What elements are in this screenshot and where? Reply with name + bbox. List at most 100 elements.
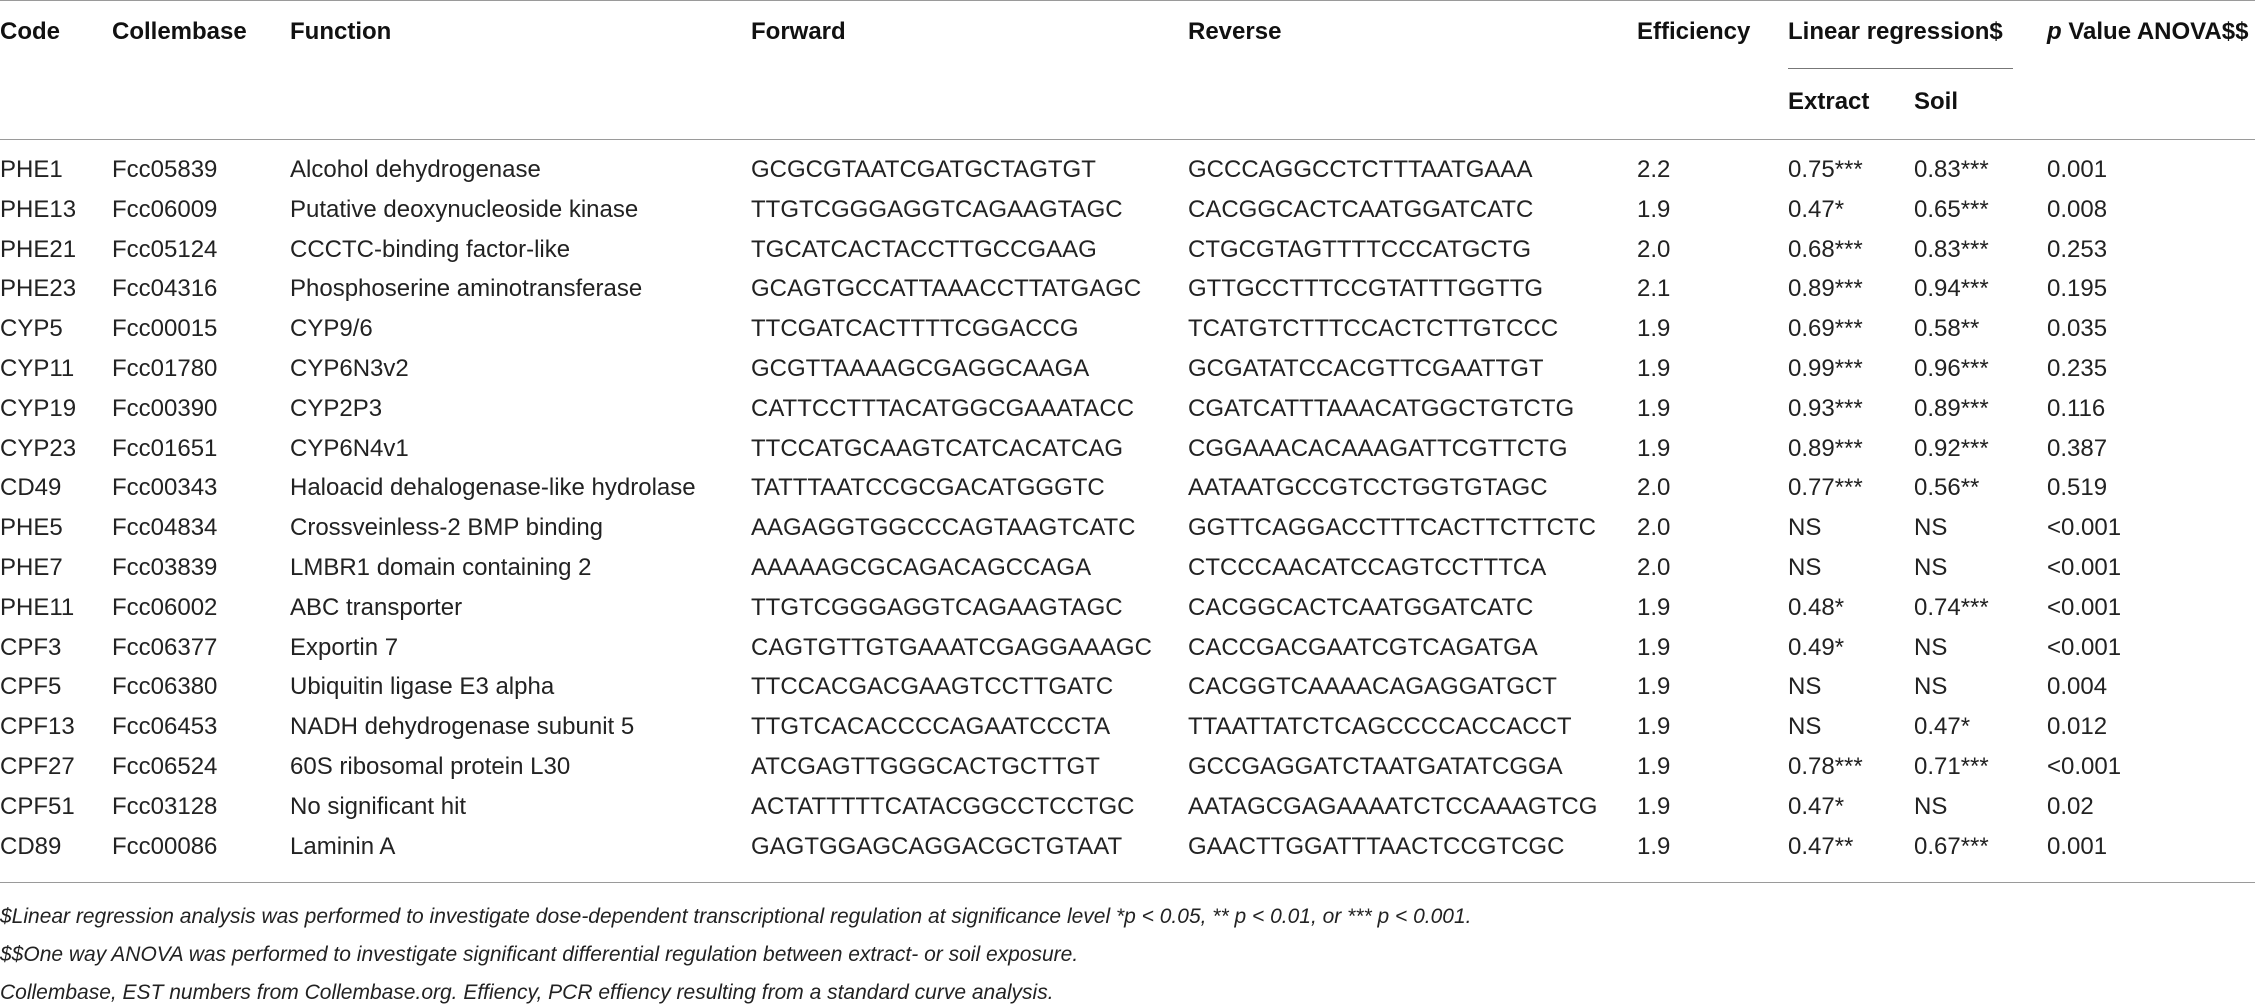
cell-reverse: GGTTCAGGACCTTTCACTTCTTCTC <box>1188 514 1596 542</box>
cell-forward: AAAAAGCGCAGACAGCCAGA <box>751 554 1092 581</box>
cell-function: CCCTC-binding factor-like <box>290 235 571 263</box>
cell-forward: GCGCGTAATCGATGCTAGTGT <box>751 156 1096 183</box>
cell-soil: 0.65*** <box>1914 195 1989 223</box>
cell-p-value: 0.387 <box>2047 434 2108 462</box>
cell-extract: 0.99*** <box>1788 355 1863 382</box>
cell-p-value: <0.001 <box>2047 554 2122 581</box>
cell-code: PHE21 <box>0 235 77 263</box>
header-p-value: p Value ANOVA$$ <box>2047 18 2248 46</box>
cell-efficiency: 1.9 <box>1637 593 1671 621</box>
cell-collembase: Fcc06009 <box>112 195 218 223</box>
cell-reverse: GCCGAGGATCTAATGATATCGGA <box>1188 753 1563 780</box>
cell-p-value: 0.001 <box>2047 832 2108 860</box>
cell-collembase: Fcc06377 <box>112 633 218 661</box>
cell-reverse: TCATGTCTTTCCACTCTTGTCCC <box>1188 315 1559 343</box>
cell-soil: 0.67*** <box>1914 832 1989 860</box>
cell-function: Laminin A <box>290 832 396 860</box>
cell-p-value: 0.195 <box>2047 275 2108 303</box>
header-efficiency: Efficiency <box>1637 18 1751 45</box>
cell-efficiency: 2.0 <box>1637 514 1671 542</box>
cell-code: CPF3 <box>0 633 62 661</box>
cell-function: Haloacid dehalogenase-like hydrolase <box>290 474 696 502</box>
cell-extract: NS <box>1788 713 1822 741</box>
cell-forward: TTGTCGGGAGGTCAGAAGTAGC <box>751 195 1123 223</box>
cell-code: CPF27 <box>0 753 75 780</box>
header-reverse: Reverse <box>1188 18 1282 45</box>
cell-soil: 0.47* <box>1914 713 1971 741</box>
cell-function: CYP9/6 <box>290 315 373 343</box>
cell-collembase: Fcc03128 <box>112 792 218 820</box>
cell-code: PHE1 <box>0 156 63 183</box>
cell-p-value: 0.235 <box>2047 355 2108 382</box>
footnote-anova: $$One way ANOVA was performed to investi… <box>0 943 1079 966</box>
cell-code: CD49 <box>0 474 62 502</box>
cell-collembase: Fcc00343 <box>112 474 218 502</box>
cell-efficiency: 1.9 <box>1637 394 1671 422</box>
table-row: CD49 Fcc00343 Haloacid dehalogenase-like h… <box>0 468 2255 508</box>
cell-collembase: Fcc05839 <box>112 156 218 183</box>
cell-code: CPF13 <box>0 713 75 741</box>
header-function: Function <box>290 18 392 45</box>
cell-collembase: Fcc01651 <box>112 434 218 462</box>
linear-regression-underline <box>1788 68 2013 69</box>
cell-reverse: CACGGCACTCAATGGATCATC <box>1188 593 1534 621</box>
cell-efficiency: 1.9 <box>1637 792 1671 820</box>
cell-p-value: 0.253 <box>2047 235 2108 263</box>
table-header-rule <box>0 139 2255 140</box>
cell-extract: 0.93*** <box>1788 394 1863 422</box>
cell-extract: 0.89*** <box>1788 275 1863 303</box>
cell-collembase: Fcc05124 <box>112 235 218 263</box>
cell-p-value: 0.004 <box>2047 673 2108 701</box>
cell-collembase: Fcc00015 <box>112 315 218 343</box>
cell-forward: TTCGATCACTTTTCGGACCG <box>751 315 1079 343</box>
cell-function: Ubiquitin ligase E3 alpha <box>290 673 555 701</box>
cell-reverse: GTTGCCTTTCCGTATTTGGTTG <box>1188 275 1544 303</box>
cell-reverse: AATAATGCCGTCCTGGTGTAGC <box>1188 474 1548 502</box>
cell-code: PHE11 <box>0 593 75 621</box>
cell-forward: AAGAGGTGGCCCAGTAAGTCATC <box>751 514 1136 542</box>
cell-function: Putative deoxynucleoside kinase <box>290 195 639 223</box>
cell-reverse: CTGCGTAGTTTTCCCATGCTG <box>1188 235 1532 263</box>
cell-p-value: 0.519 <box>2047 474 2108 502</box>
cell-reverse: CACGGTCAAAACAGAGGATGCT <box>1188 673 1557 701</box>
cell-extract: NS <box>1788 554 1822 581</box>
cell-reverse: TTAATTATCTCAGCCCCACCACCT <box>1188 713 1572 741</box>
header-p-value-italic: p <box>2047 18 2062 45</box>
cell-efficiency: 1.9 <box>1637 633 1671 661</box>
cell-soil: 0.94*** <box>1914 275 1989 303</box>
cell-forward: GCGTTAAAAGCGAGGCAAGA <box>751 355 1090 382</box>
cell-forward: GCAGTGCCATTAAACCTTATGAGC <box>751 275 1142 303</box>
cell-extract: NS <box>1788 514 1822 542</box>
cell-function: LMBR1 domain containing 2 <box>290 554 592 581</box>
cell-p-value: <0.001 <box>2047 593 2122 621</box>
cell-code: CYP5 <box>0 315 63 343</box>
cell-extract: 0.47* <box>1788 195 1845 223</box>
cell-collembase: Fcc00390 <box>112 394 218 422</box>
cell-efficiency: 1.9 <box>1637 753 1671 780</box>
cell-code: PHE23 <box>0 275 77 303</box>
cell-function: Phosphoserine aminotransferase <box>290 275 643 303</box>
cell-efficiency: 1.9 <box>1637 832 1671 860</box>
cell-efficiency: 1.9 <box>1637 315 1671 343</box>
cell-efficiency: 1.9 <box>1637 355 1671 382</box>
cell-p-value: 0.001 <box>2047 156 2108 183</box>
footnote-collembase: Collembase, EST numbers from Collembase.… <box>0 981 1054 1004</box>
cell-soil: NS <box>1914 554 1948 581</box>
cell-forward: TGCATCACTACCTTGCCGAAG <box>751 235 1097 263</box>
cell-function: Alcohol dehydrogenase <box>290 156 541 183</box>
header-linear-regression: Linear regression$ <box>1788 18 2003 45</box>
cell-forward: CATTCCTTTACATGGCGAAATACC <box>751 394 1135 422</box>
cell-soil: 0.56** <box>1914 474 1980 502</box>
cell-function: ABC transporter <box>290 593 463 621</box>
cell-collembase: Fcc03839 <box>112 554 218 581</box>
cell-p-value: 0.02 <box>2047 792 2094 820</box>
cell-code: CD89 <box>0 832 62 860</box>
table-row: PHE1 Fcc05839 Alcohol dehydrogenase GCGCGTA… <box>0 150 2255 190</box>
